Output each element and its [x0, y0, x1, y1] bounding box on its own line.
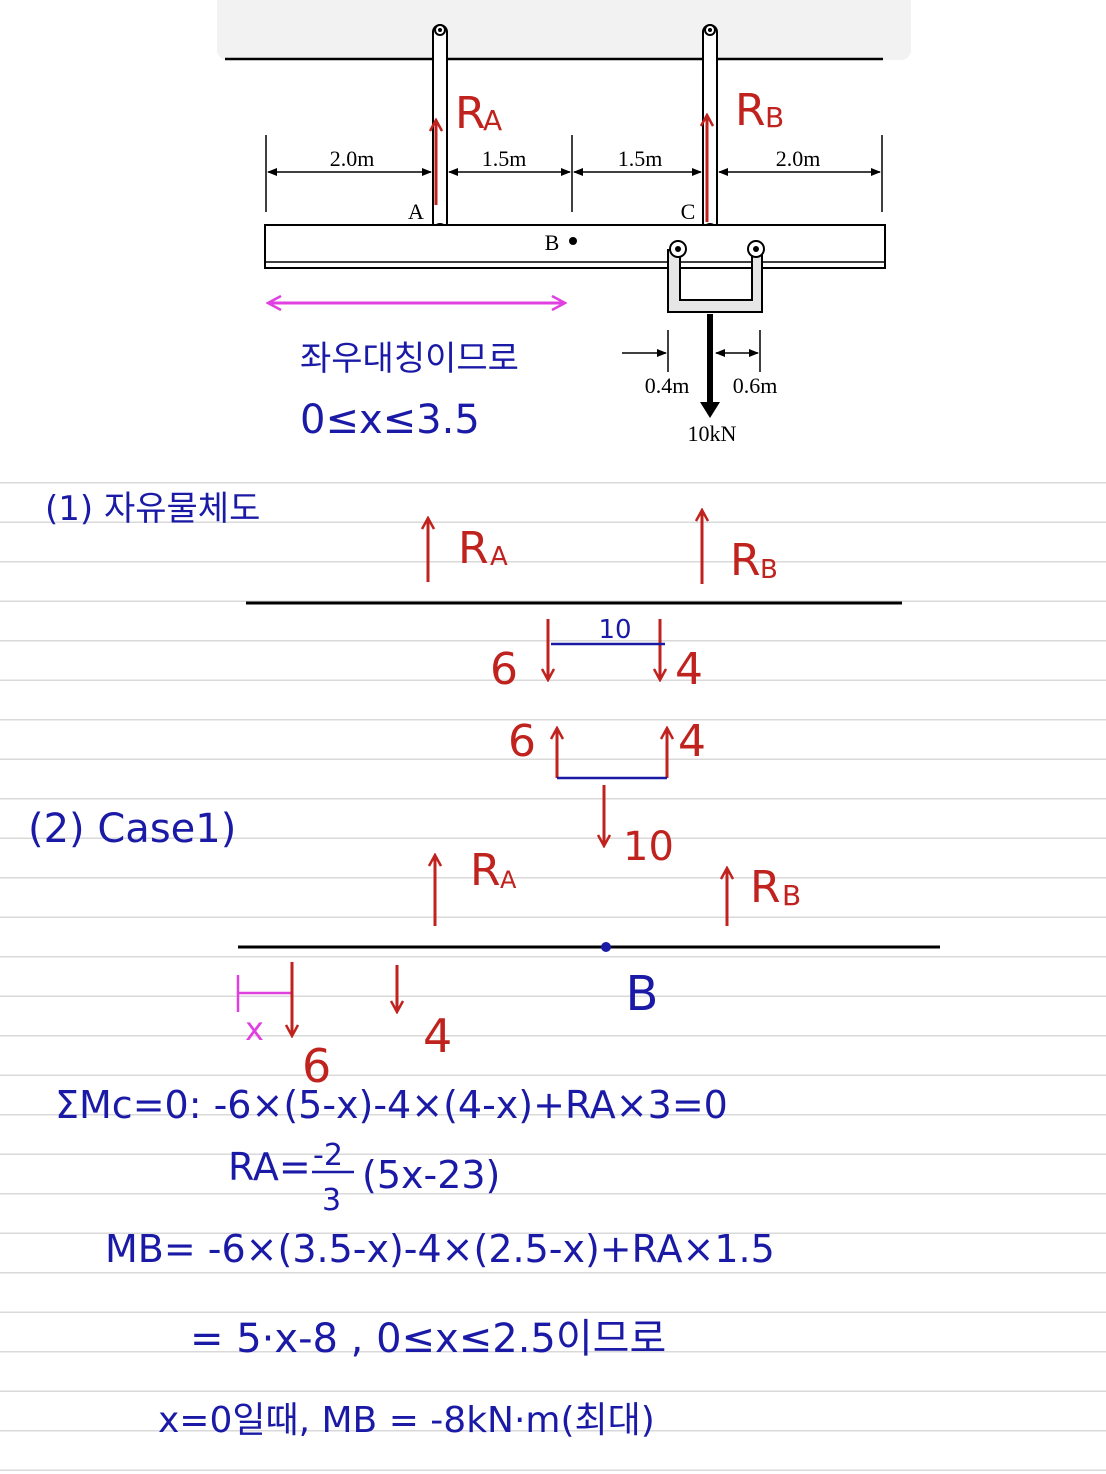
dimension-lines	[265, 135, 883, 212]
equation-ra-rhs: (5x-23)	[362, 1153, 500, 1197]
load-bracket	[667, 240, 765, 313]
symmetry-text: 좌우대칭이므로	[300, 339, 519, 379]
equation-ra-num: -2	[313, 1138, 343, 1173]
fbd2-RB: R	[750, 862, 781, 913]
fbd1-6-up: 6	[508, 716, 536, 767]
equation-ra-lhs: RA=	[228, 1145, 311, 1189]
equation-ra-den: 3	[322, 1183, 341, 1218]
fbd2: R A R B B x 6 4	[236, 845, 940, 1093]
fbd1-RB: R	[730, 535, 761, 586]
dim-1.5m-right: 1.5m	[618, 146, 663, 171]
RB-sub: B	[765, 101, 784, 134]
fbd1-10: 10	[623, 824, 674, 870]
dim-1.5m-left: 1.5m	[482, 146, 527, 171]
fbd1-4-down: 4	[675, 644, 703, 695]
fbd1-ten: 10	[598, 615, 631, 645]
step2-heading: (2) Case1)	[28, 806, 236, 852]
equation-mb-simplified: = 5·x-8 , 0≤x≤2.5이므로	[190, 1316, 666, 1362]
dim-2m-left: 2.0m	[330, 146, 375, 171]
fbd1-4-up: 4	[678, 716, 706, 767]
step1-heading: (1) 자유물체도	[45, 489, 260, 529]
fbd2-6: 6	[302, 1039, 331, 1093]
fbd1-RA-sub: A	[490, 542, 508, 572]
RA-sub: A	[483, 104, 502, 137]
fbd2-x: x	[245, 1010, 264, 1048]
dim-0.4m: 0.4m	[645, 373, 690, 398]
fbd1-RA: R	[458, 523, 489, 574]
fbd2-RA: R	[470, 845, 501, 896]
RA-label: R	[455, 88, 486, 139]
point-B	[569, 237, 577, 245]
label-A: A	[408, 199, 424, 224]
beam-figure: 2.0m 1.5m 1.5m 2.0m A B C 0.	[225, 24, 886, 446]
fbd2-RB-sub: B	[782, 879, 801, 912]
RB-label: R	[735, 85, 766, 136]
fbd1-6-down: 6	[490, 644, 518, 695]
equation-mb: MB= -6×(3.5-x)-4×(2.5-x)+RA×1.5	[105, 1227, 775, 1271]
dim-0.6m: 0.6m	[733, 373, 778, 398]
fbd2-B: B	[626, 966, 659, 1022]
offset-dims	[622, 330, 761, 372]
fbd1-RB-sub: B	[760, 555, 778, 585]
equation-moment-c: ΣMc=0: -6×(5-x)-4×(4-x)+RA×3=0	[55, 1083, 728, 1127]
fbd1: R A R B 10 6 4 6 4 10	[246, 510, 902, 870]
fbd2-point-B	[601, 942, 611, 952]
symmetry-note: 좌우대칭이므로 0≤x≤3.5	[268, 303, 565, 443]
figure-background	[217, 0, 911, 60]
label-C: C	[681, 199, 696, 224]
load-arrow-head	[700, 402, 720, 418]
hanger-C	[702, 24, 718, 237]
load-10kN: 10kN	[688, 421, 737, 446]
dim-2m-right: 2.0m	[776, 146, 821, 171]
fbd2-4: 4	[423, 1009, 452, 1063]
fbd2-RA-sub: A	[500, 866, 517, 894]
reaction-annotations: R A R B	[436, 85, 784, 222]
range-text: 0≤x≤3.5	[300, 397, 480, 443]
beam	[264, 224, 886, 269]
equations: ΣMc=0: -6×(5-x)-4×(4-x)+RA×3=0 RA= -2 3 …	[55, 1083, 775, 1441]
equation-mb-max: x=0일때, MB = -8kN·m(최대)	[158, 1400, 655, 1441]
label-B: B	[545, 230, 560, 255]
